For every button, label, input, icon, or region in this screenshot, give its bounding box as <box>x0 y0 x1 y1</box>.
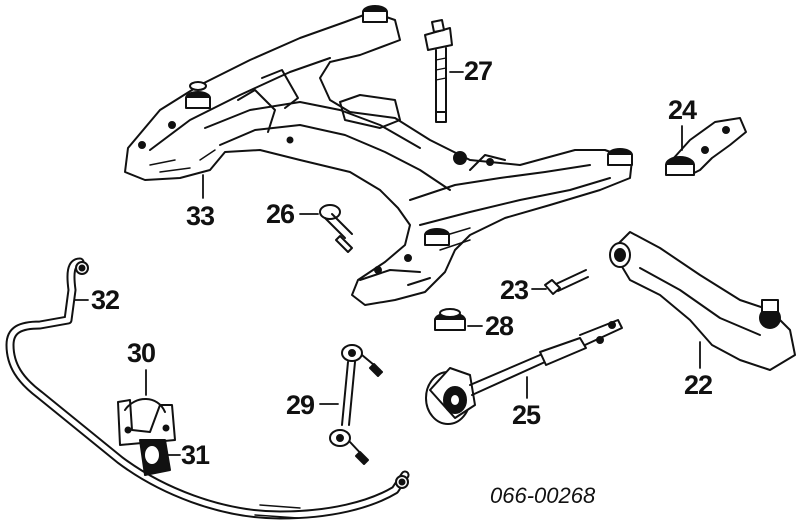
callout-27: 27 <box>464 56 493 86</box>
bushing-28 <box>434 308 483 331</box>
callout-29: 29 <box>286 390 315 420</box>
callout-23: 23 <box>500 275 529 305</box>
subframe-crossmember <box>124 5 633 306</box>
link-29 <box>319 344 383 465</box>
bolt-26 <box>299 204 353 253</box>
subframe-mount-bushings <box>138 5 633 274</box>
bracket-24 <box>665 117 747 176</box>
stabilizer-bar-32 <box>5 257 410 520</box>
tension-rod-25 <box>425 319 623 425</box>
callout-32: 32 <box>91 285 120 315</box>
callout-33: 33 <box>186 201 215 231</box>
part-number: 066-00268 <box>490 483 596 508</box>
callout-26: 26 <box>266 199 295 229</box>
control-arm-22 <box>609 231 796 371</box>
stud-bolt-27 <box>424 19 464 123</box>
callout-28: 28 <box>485 311 514 341</box>
bushing-31 <box>139 439 181 476</box>
callout-31: 31 <box>181 440 210 470</box>
callout-22: 22 <box>684 370 713 400</box>
clamp-30 <box>117 369 176 446</box>
callout-24: 24 <box>668 95 697 125</box>
callout-25: 25 <box>512 400 541 430</box>
callout-30: 30 <box>127 338 156 368</box>
bolt-23 <box>531 269 589 295</box>
